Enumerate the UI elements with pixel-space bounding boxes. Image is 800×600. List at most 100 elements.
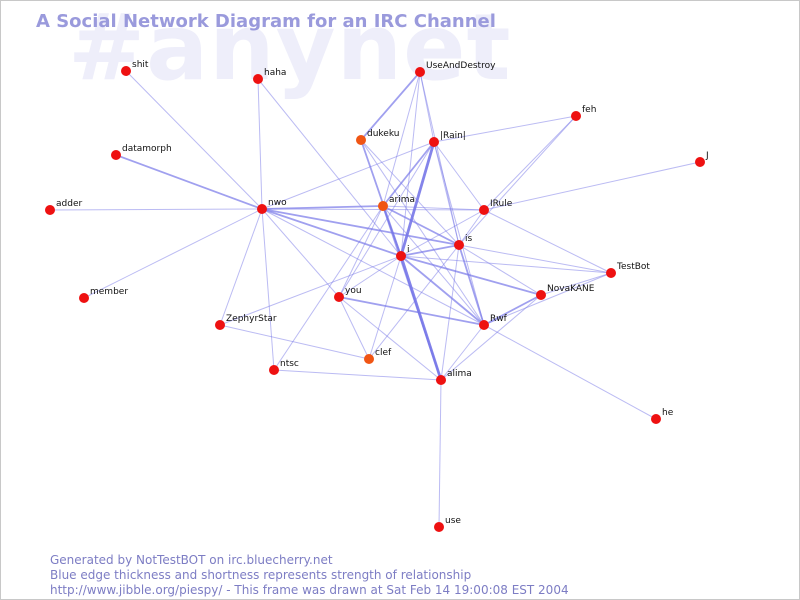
- node-IRule[interactable]: IRule: [479, 199, 513, 215]
- node-dot[interactable]: [436, 375, 446, 385]
- node-dot[interactable]: [79, 293, 89, 303]
- node-dot[interactable]: [356, 135, 366, 145]
- node-dot[interactable]: [454, 240, 464, 250]
- node-label: IRule: [490, 199, 513, 209]
- edge-Rain-arima: [382, 141, 435, 207]
- edge-is-TestBot: [458, 244, 612, 274]
- node-is[interactable]: is: [454, 234, 473, 250]
- node-member[interactable]: member: [79, 287, 128, 303]
- edge-dukeku-Rwf: [360, 139, 485, 326]
- node-label: TestBot: [616, 262, 650, 272]
- edge-alima-use: [438, 379, 442, 528]
- node-Rwf[interactable]: Rwf: [479, 314, 508, 330]
- node-label: feh: [582, 105, 596, 115]
- edge-you-alima: [338, 296, 442, 381]
- edge-haha-nwo: [257, 78, 263, 210]
- diagram-title: A Social Network Diagram for an IRC Chan…: [36, 11, 496, 32]
- node-nwo[interactable]: nwo: [257, 198, 287, 214]
- footer: Generated by NotTestBOT on irc.bluecherr…: [50, 553, 569, 598]
- node-label: you: [345, 286, 362, 296]
- node-dot[interactable]: [215, 320, 225, 330]
- node-label: |Rain|: [440, 131, 466, 141]
- node-datamorph[interactable]: datamorph: [111, 144, 172, 160]
- node-layer: shit haha UseAndDestroy feh dukeku |Rain| data…: [45, 60, 709, 532]
- node-dot[interactable]: [695, 157, 705, 167]
- node-he[interactable]: he: [651, 408, 674, 424]
- node-clef[interactable]: clef: [364, 348, 392, 364]
- node-NovaKANE[interactable]: NovaKANE: [536, 284, 595, 300]
- node-dot[interactable]: [378, 201, 388, 211]
- edge-layer: [49, 70, 701, 528]
- edge-i-NovaKANE: [400, 255, 542, 296]
- node-label: nwo: [268, 198, 287, 208]
- edge-UseAndDestroy-Rain: [419, 71, 435, 143]
- edge-is-Rwf: [458, 244, 485, 326]
- node-dot[interactable]: [257, 204, 267, 214]
- node-dot[interactable]: [269, 365, 279, 375]
- node-label: use: [445, 516, 461, 526]
- node-ZephyrStar[interactable]: ZephyrStar: [215, 314, 277, 330]
- node-shit[interactable]: shit: [121, 60, 149, 76]
- node-dot[interactable]: [111, 150, 121, 160]
- edge-nwo-i: [261, 208, 402, 257]
- edge-UseAndDestroy-arima: [382, 71, 421, 207]
- edge-i-clef: [368, 255, 402, 360]
- footer-generated-by: Generated by NotTestBOT on irc.bluecherr…: [50, 553, 333, 567]
- node-label: haha: [264, 68, 286, 78]
- node-label: is: [465, 234, 473, 244]
- node-use[interactable]: use: [434, 516, 461, 532]
- node-i[interactable]: i: [396, 245, 410, 261]
- edge-ntsc-alima: [273, 369, 442, 381]
- node-dot[interactable]: [45, 205, 55, 215]
- node-J[interactable]: J: [695, 151, 709, 167]
- node-label: UseAndDestroy: [426, 61, 496, 71]
- node-dot[interactable]: [571, 111, 581, 121]
- edge-Rain-nwo: [261, 141, 435, 210]
- footer-timestamp: http://www.jibble.org/piespy/ - This fra…: [50, 583, 569, 597]
- node-label: ZephyrStar: [226, 314, 277, 324]
- node-dot[interactable]: [334, 292, 344, 302]
- node-dot[interactable]: [253, 74, 263, 84]
- node-label: alima: [447, 369, 472, 379]
- edge-arima-you: [338, 205, 384, 298]
- node-dot[interactable]: [606, 268, 616, 278]
- node-label: datamorph: [122, 144, 172, 154]
- node-dot[interactable]: [364, 354, 374, 364]
- node-label: NovaKANE: [547, 284, 595, 294]
- node-you[interactable]: you: [334, 286, 362, 302]
- node-dot[interactable]: [479, 205, 489, 215]
- node-dot[interactable]: [434, 522, 444, 532]
- node-ntsc[interactable]: ntsc: [269, 359, 299, 375]
- edge-IRule-is: [458, 209, 485, 246]
- node-feh[interactable]: feh: [571, 105, 596, 121]
- node-TestBot[interactable]: TestBot: [606, 262, 650, 278]
- edge-feh-is: [458, 115, 577, 246]
- edge-you-Rwf: [338, 296, 485, 326]
- node-dot[interactable]: [479, 320, 489, 330]
- edge-i-Rwf: [400, 255, 485, 326]
- node-dot[interactable]: [121, 66, 131, 76]
- node-label: arima: [389, 195, 415, 205]
- node-UseAndDestroy[interactable]: UseAndDestroy: [415, 61, 496, 77]
- edge-i-alima: [399, 255, 443, 381]
- node-dot[interactable]: [651, 414, 661, 424]
- node-arima[interactable]: arima: [378, 195, 415, 211]
- node-adder[interactable]: adder: [45, 199, 82, 215]
- node-dot[interactable]: [429, 137, 439, 147]
- node-dot[interactable]: [396, 251, 406, 261]
- node-haha[interactable]: haha: [253, 68, 286, 84]
- node-dot[interactable]: [415, 67, 425, 77]
- node-label: he: [662, 408, 674, 418]
- node-dot[interactable]: [536, 290, 546, 300]
- node-alima[interactable]: alima: [436, 369, 472, 385]
- edge-shit-nwo: [125, 70, 263, 210]
- edge-is-i: [400, 244, 460, 257]
- edge-is-NovaKANE: [458, 244, 542, 296]
- edge-nwo-ZephyrStar: [219, 208, 263, 326]
- edge-Rwf-alima: [440, 324, 485, 381]
- edge-ZephyrStar-clef: [219, 324, 370, 360]
- node-label: J: [705, 151, 709, 161]
- node-dukeku[interactable]: dukeku: [356, 129, 399, 145]
- node-Rain[interactable]: |Rain|: [429, 131, 466, 147]
